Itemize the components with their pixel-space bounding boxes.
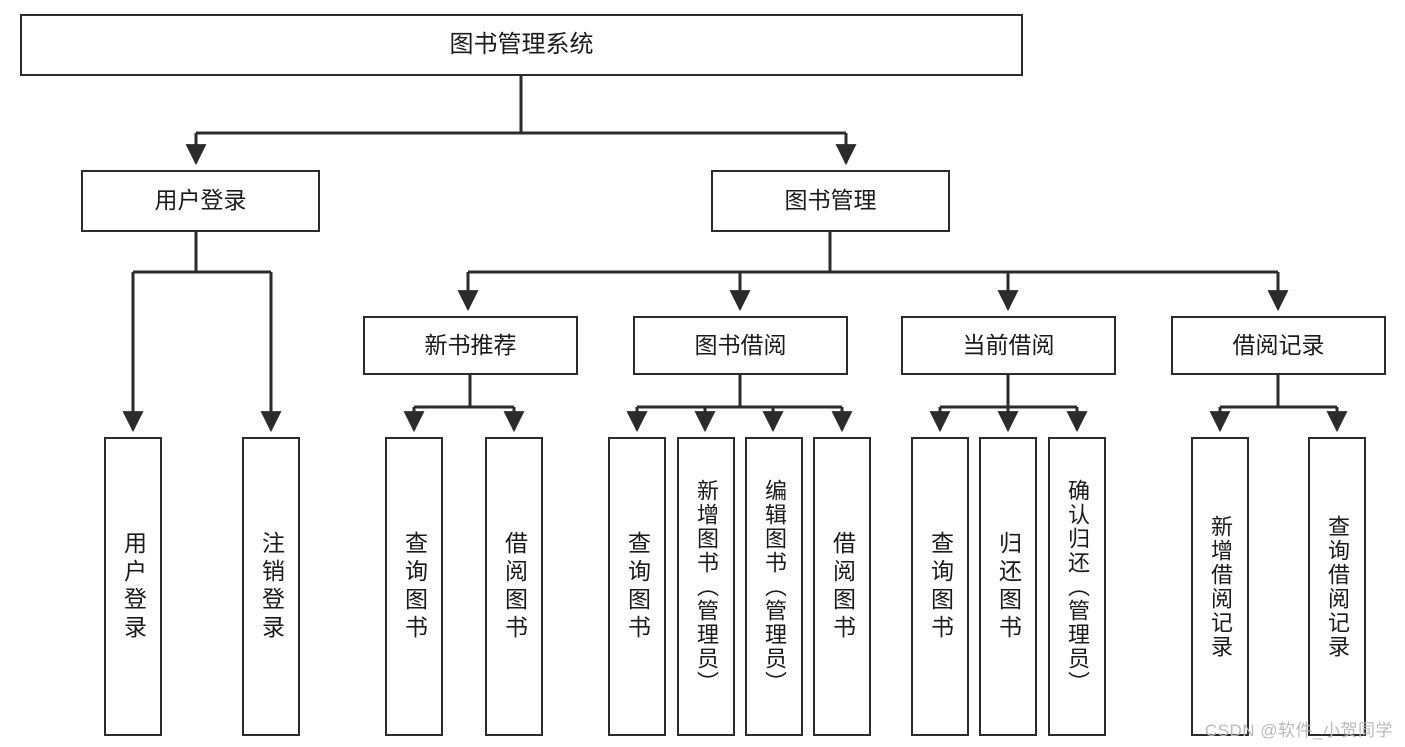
node-label: 新增图书（管理员）	[694, 478, 719, 695]
node-label: 借阅图书	[829, 530, 856, 643]
node-label: 当前借阅	[962, 331, 1055, 358]
node-label: 用户登录	[120, 530, 147, 643]
node-label: 注销登录	[258, 530, 285, 643]
leaf-query-book-recommend[interactable]: 查询图书	[385, 437, 443, 736]
node-borrow-record[interactable]: 借阅记录	[1171, 316, 1386, 375]
leaf-query-borrow-record[interactable]: 查询借阅记录	[1308, 437, 1366, 736]
leaf-query-book-borrow[interactable]: 查询图书	[608, 437, 666, 736]
node-book-management[interactable]: 图书管理	[711, 170, 950, 232]
node-label: 查询图书	[624, 530, 651, 643]
node-book-borrow[interactable]: 图书借阅	[633, 316, 848, 375]
node-label: 查询借阅记录	[1325, 514, 1350, 659]
node-current-borrow[interactable]: 当前借阅	[901, 316, 1116, 375]
node-user-login[interactable]: 用户登录	[81, 170, 320, 232]
leaf-user-login[interactable]: 用户登录	[104, 437, 162, 736]
leaf-query-book-current[interactable]: 查询图书	[911, 437, 969, 736]
node-label: 图书管理	[784, 187, 877, 214]
node-label: 查询图书	[401, 530, 428, 643]
node-new-book-recommend[interactable]: 新书推荐	[363, 316, 578, 375]
node-label: 图书借阅	[694, 331, 787, 358]
leaf-borrow-book-borrow[interactable]: 借阅图书	[813, 437, 871, 736]
node-label: 借阅记录	[1232, 331, 1325, 358]
leaf-confirm-return-admin[interactable]: 确认归还（管理员）	[1048, 437, 1106, 736]
node-label: 编辑图书（管理员）	[762, 478, 787, 695]
leaf-edit-book-admin[interactable]: 编辑图书（管理员）	[745, 437, 803, 736]
leaf-add-borrow-record[interactable]: 新增借阅记录	[1191, 437, 1249, 736]
leaf-return-book[interactable]: 归还图书	[979, 437, 1037, 736]
node-label: 借阅图书	[501, 530, 528, 643]
node-label: 新书推荐	[424, 331, 517, 358]
node-label: 新增借阅记录	[1208, 514, 1233, 659]
node-label: 归还图书	[995, 530, 1022, 643]
leaf-logout-login[interactable]: 注销登录	[242, 437, 300, 736]
watermark-text: CSDN @软件_小贺同学	[1204, 721, 1393, 740]
node-label: 确认归还（管理员）	[1065, 478, 1090, 695]
node-label: 查询图书	[927, 530, 954, 643]
node-label: 用户登录	[154, 187, 247, 214]
leaf-borrow-book-recommend[interactable]: 借阅图书	[485, 437, 543, 736]
node-label: 图书管理系统	[449, 30, 594, 58]
leaf-add-book-admin[interactable]: 新增图书（管理员）	[677, 437, 735, 736]
node-book-management-system[interactable]: 图书管理系统	[20, 14, 1023, 76]
